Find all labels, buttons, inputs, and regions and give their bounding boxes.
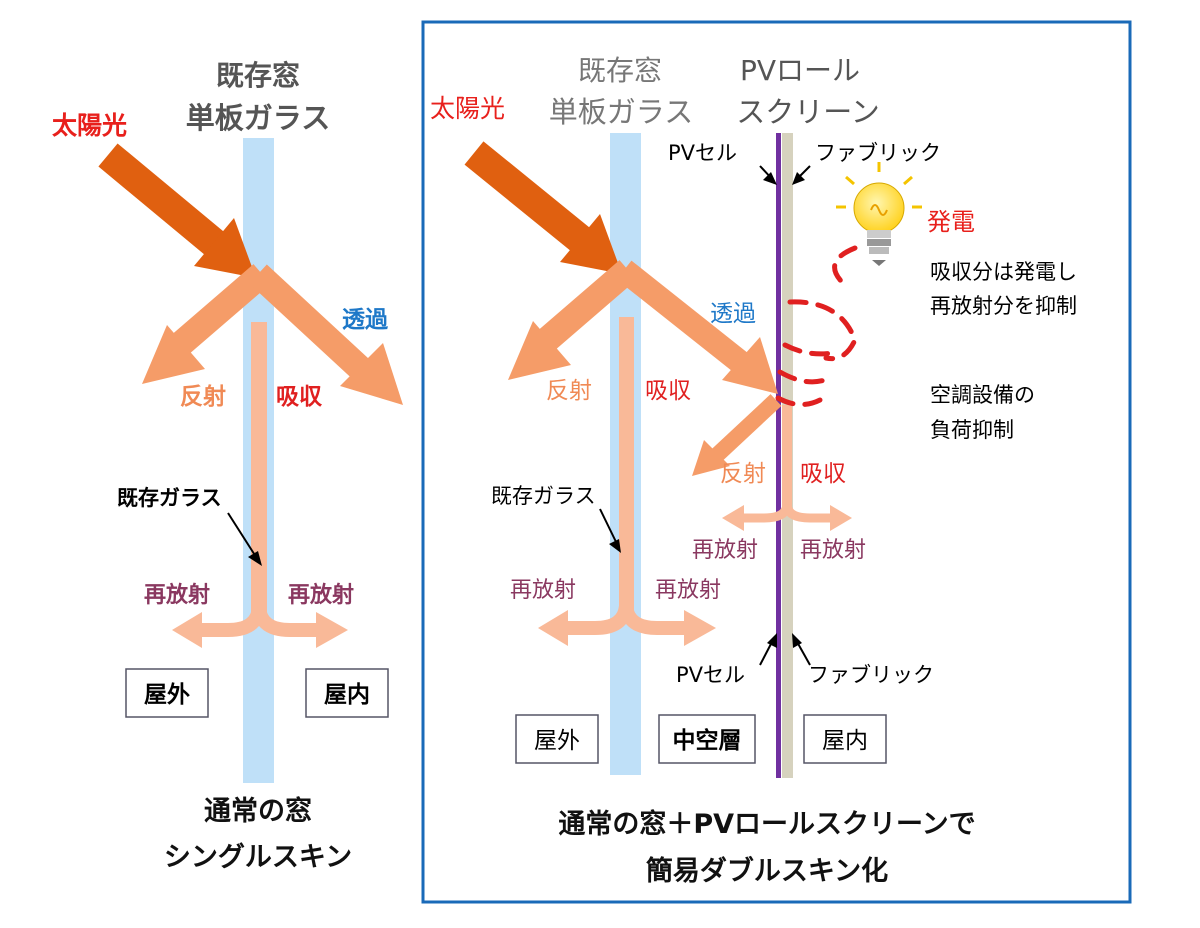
right-glass-label: 既存ガラス [491,484,596,508]
note-hvac-2: 負荷抑制 [930,418,1014,442]
pv-absorb-label: 吸収 [800,461,846,487]
right-pv-reradiate-in-head [830,505,852,531]
right-transmit-arrow [616,260,778,394]
glass-reradiate-in-label: 再放射 [655,578,721,603]
right-indoor-box [803,714,887,764]
pv-screen-title-2: スクリーン [736,95,880,129]
left-transmit-arrow [249,264,403,405]
fabric-label-bottom: ファブリック [808,663,934,687]
note-absorb-1: 吸収分は発電し [930,260,1077,284]
right-transmit-label: 透過 [710,301,756,327]
right-panel-frame [421,20,1132,904]
left-reflect-label: 反射 [180,383,226,410]
right-glass-reradiate-out-head [538,610,568,646]
left-indoor-label: 屋内 [324,682,370,708]
right-pv-reflect-arrow [692,394,782,476]
right-reflect-label: 反射 [546,378,592,404]
left-reradiate-in-arrowhead [316,612,348,648]
right-sunlight-arrow [464,141,622,274]
power-generation-label: 発電 [927,208,975,236]
right-outdoor-box [515,714,599,764]
right-glass-reradiate-in-head [684,610,716,646]
left-glass-pointer-head [248,551,262,566]
left-glass-title-2: 単板ガラス [186,101,330,135]
cavity-label: 中空層 [673,727,742,754]
pv-reradiate-out-label: 再放射 [692,538,758,563]
left-reflect-arrow [142,264,271,384]
left-glass-pointer [227,512,259,561]
fabric-label-top: ファブリック [815,141,941,165]
pv-screen-title-1: PVロール [740,54,860,87]
pv-reradiate-in-label: 再放射 [800,538,866,563]
right-panel: 既存窓 単板ガラス PVロール スクリーン 太陽光 PVセル ファブリック 発電… [421,20,1132,904]
right-absorb-label: 吸収 [645,378,691,404]
left-panel: 既存窓 単板ガラス 太陽光 透過 反射 吸収 既存ガラス 再放射 再放射 屋外 … [52,59,403,873]
right-outdoor-label: 屋外 [534,728,580,754]
left-glass-label: 既存ガラス [117,486,222,510]
right-glass-title-2: 単板ガラス [549,95,693,129]
right-glass-reradiate-curve [568,604,684,635]
right-caption-2: 簡易ダブルスキン化 [646,855,888,887]
left-outdoor-box [125,668,209,718]
left-reradiate-out-label: 再放射 [144,582,210,608]
right-indoor-label: 屋内 [822,728,868,754]
left-absorb-stem [251,322,267,620]
lightbulb-icon [836,162,922,266]
left-outdoor-label: 屋外 [144,681,190,708]
left-indoor-box [305,668,389,718]
pv-cell-layer [776,133,781,778]
note-hvac-1: 空調設備の [930,383,1035,407]
right-absorb-stem [619,317,634,617]
left-reradiate-curve [200,606,318,637]
left-reradiate-in-label: 再放射 [288,582,354,608]
glass-reradiate-out-label: 再放射 [510,578,576,603]
left-reradiate-out-arrowhead [172,612,202,648]
left-sunlight-arrow [98,143,256,278]
right-pv-reradiate-out-head [722,505,744,531]
cavity-box [658,714,756,764]
left-absorb-label: 吸収 [276,384,323,410]
left-glass-title-1: 既存窓 [216,59,300,92]
right-pv-absorb-stem [782,405,792,515]
note-absorb-2: 再放射分を抑制 [930,294,1077,318]
right-caption-1: 通常の窓＋PVロールスクリーンで [558,808,975,840]
left-sunlight-label: 太陽光 [52,111,127,140]
right-reflect-arrow [508,260,637,380]
pv-cell-label-top: PVセル [668,141,737,165]
pv-reflect-label: 反射 [720,461,766,487]
left-caption-2: シングルスキン [164,841,352,873]
right-sunlight-label: 太陽光 [430,94,505,123]
left-transmit-label: 透過 [342,306,389,333]
pv-cell-label-bottom: PVセル [676,663,745,687]
heat-waves [775,245,858,407]
right-pv-reradiate-curve [742,504,830,523]
left-caption-1: 通常の窓 [204,795,312,827]
pointers [599,165,811,666]
right-glass-title-1: 既存窓 [578,54,662,87]
